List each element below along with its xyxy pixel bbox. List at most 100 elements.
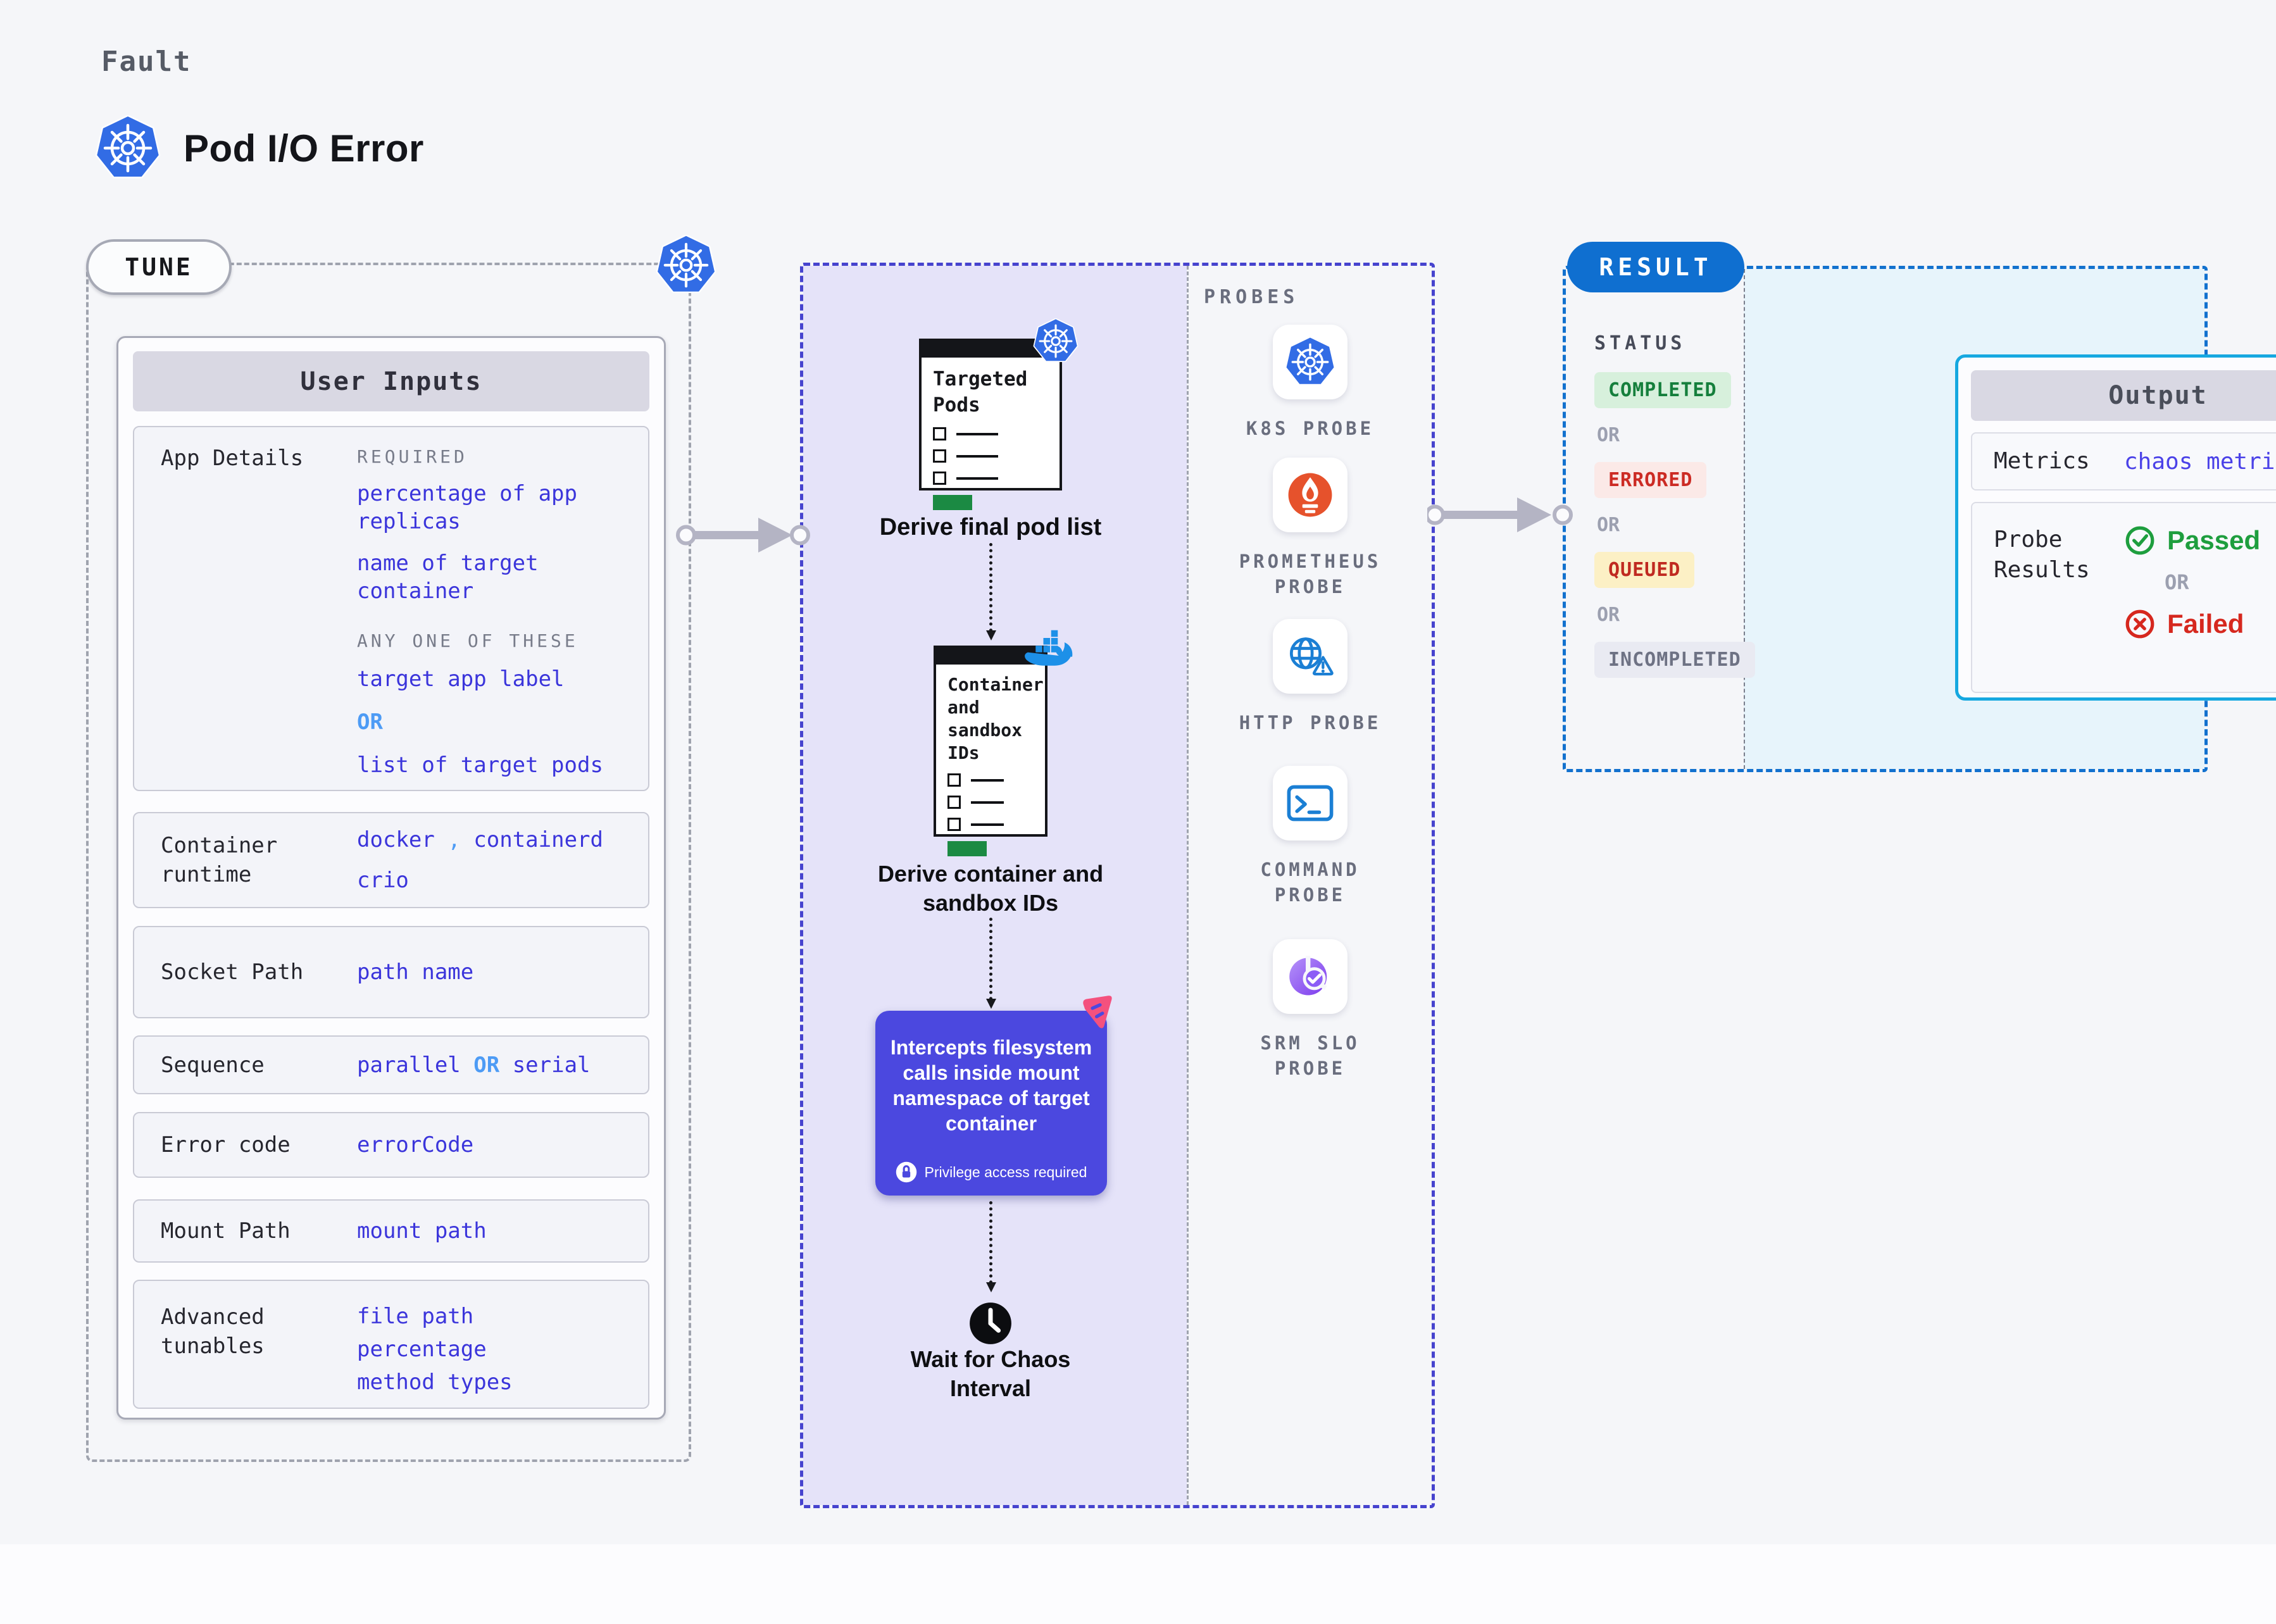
- step-caption: Derive final pod list: [879, 514, 1102, 540]
- metrics-label: Metrics: [1994, 448, 2090, 474]
- probe-k8s: K8S PROBE: [1189, 325, 1432, 441]
- required-item: percentage of app replicas: [357, 481, 577, 534]
- checkbox-icon: [947, 796, 961, 809]
- pod-list-item: [933, 472, 1048, 485]
- row-value: method types: [357, 1370, 513, 1395]
- status-badge-queued: QUEUED: [1594, 552, 1695, 588]
- http-globe-icon: [1283, 634, 1337, 679]
- row-socket-path: Socket Path path name: [133, 926, 649, 1018]
- probe-http: HTTP PROBE: [1189, 619, 1432, 735]
- slo-pie-icon: [1284, 951, 1336, 1003]
- user-inputs-card: User Inputs App Details REQUIRED percent…: [116, 336, 666, 1420]
- execution-flow-panel: Targeted Pods Derive final pod list Cont…: [803, 266, 1187, 1505]
- or-separator: OR: [357, 709, 383, 735]
- progress-bar: [933, 495, 972, 510]
- row-label: App Details: [161, 446, 304, 471]
- row-value: errorCode: [357, 1132, 474, 1158]
- card-title-line: IDs: [947, 742, 980, 763]
- or-separator: OR: [1597, 424, 1620, 446]
- probe-results-row: Probe Results Passed OR Failed: [1971, 502, 2276, 693]
- checkbox-icon: [933, 427, 946, 440]
- metrics-value: chaos metrics: [2124, 448, 2276, 475]
- lock-icon: [896, 1161, 917, 1183]
- x-circle-icon: [2124, 608, 2156, 640]
- checkbox-icon: [947, 818, 961, 831]
- or-separator: OR: [2165, 570, 2189, 594]
- flow-connector-arrow: [986, 543, 996, 640]
- row-container-runtime: Container runtime docker , containerd cr…: [133, 812, 649, 908]
- row-value: mount path: [357, 1218, 487, 1244]
- kubernetes-icon: [656, 235, 716, 296]
- any-one-heading: ANY ONE OF THESE: [357, 630, 578, 651]
- status-list: COMPLETED OR ERRORED OR QUEUED OR INCOMP…: [1594, 372, 1755, 678]
- tune-pill: TUNE: [86, 239, 232, 295]
- tune-to-execution-arrow: [676, 518, 810, 553]
- row-value: percentage: [357, 1337, 487, 1362]
- any-item: list of target pods: [357, 753, 603, 778]
- flow-connector-arrow: [986, 1201, 996, 1292]
- execution-to-result-arrow: [1427, 497, 1573, 532]
- required-item: name of target container: [357, 551, 539, 604]
- row-value: file path: [357, 1304, 474, 1329]
- row-label: Container runtime: [161, 833, 278, 887]
- checkbox-icon: [933, 449, 946, 463]
- status-badge-errored: ERRORED: [1594, 462, 1707, 498]
- id-list-item: [947, 818, 1034, 831]
- clock-icon: [968, 1301, 1013, 1346]
- intercept-text: Intercepts filesystem calls inside mount…: [890, 1036, 1092, 1135]
- step-caption: Derive container and sandbox IDs: [877, 861, 1104, 916]
- row-mount-path: Mount Path mount path: [133, 1199, 649, 1263]
- intercept-step-box: Intercepts filesystem calls inside mount…: [875, 1011, 1107, 1196]
- or-separator: OR: [1597, 514, 1620, 536]
- metrics-row: Metrics chaos metrics: [1971, 432, 2276, 490]
- kubernetes-icon: [95, 115, 161, 181]
- card-title-line: Targeted: [933, 368, 1028, 390]
- terminal-icon: [1285, 783, 1335, 823]
- card-title-line: Container: [947, 674, 1044, 695]
- any-item: target app label: [357, 666, 565, 692]
- row-value: docker , containerd: [357, 827, 603, 853]
- check-circle-icon: [2124, 525, 2156, 556]
- user-inputs-title: User Inputs: [133, 351, 649, 411]
- pod-list-item: [933, 427, 1048, 440]
- execution-section: Targeted Pods Derive final pod list Cont…: [800, 263, 1435, 1508]
- checkbox-icon: [947, 773, 961, 787]
- probes-heading: PROBES: [1204, 286, 1299, 308]
- required-heading: REQUIRED: [357, 446, 468, 467]
- page-title-row: Pod I/O Error: [95, 115, 424, 181]
- step-caption: Wait for Chaos Interval: [910, 1346, 1071, 1401]
- chaos-logo-icon: [1074, 992, 1116, 1034]
- probe-results-label: Probe Results: [1994, 527, 2090, 583]
- id-list-item: [947, 773, 1034, 787]
- fault-eyebrow: Fault: [101, 46, 192, 78]
- status-heading: STATUS: [1594, 332, 1686, 354]
- prometheus-icon: [1284, 469, 1336, 521]
- row-label: Mount Path: [161, 1218, 291, 1244]
- row-value: path name: [357, 959, 474, 985]
- row-sequence: Sequence parallel OR serial: [133, 1035, 649, 1094]
- row-value: crio: [357, 868, 409, 893]
- docker-icon: [1021, 629, 1079, 673]
- targeted-pods-card: Targeted Pods: [919, 339, 1062, 510]
- page-footer-band: [0, 1544, 2276, 1624]
- row-app-details: App Details REQUIRED percentage of app r…: [133, 426, 649, 791]
- row-label: Advanced tunables: [161, 1304, 265, 1359]
- row-label: Socket Path: [161, 959, 304, 985]
- privilege-badge: Privilege access required: [875, 1161, 1107, 1183]
- privilege-text: Privilege access required: [924, 1163, 1087, 1180]
- status-badge-completed: COMPLETED: [1594, 372, 1731, 408]
- progress-bar: [947, 841, 987, 856]
- row-label: Sequence: [161, 1052, 265, 1078]
- or-separator: OR: [1597, 604, 1620, 626]
- id-list-item: [947, 796, 1034, 809]
- failed-result: Failed: [2124, 608, 2260, 640]
- tune-section: TUNE User Inputs App Details REQUIRED pe…: [86, 263, 691, 1462]
- card-title-line: and: [947, 697, 980, 718]
- kubernetes-icon: [1285, 337, 1335, 387]
- container-ids-card: Container and sandbox IDs: [934, 646, 1047, 856]
- pod-list-item: [933, 449, 1048, 463]
